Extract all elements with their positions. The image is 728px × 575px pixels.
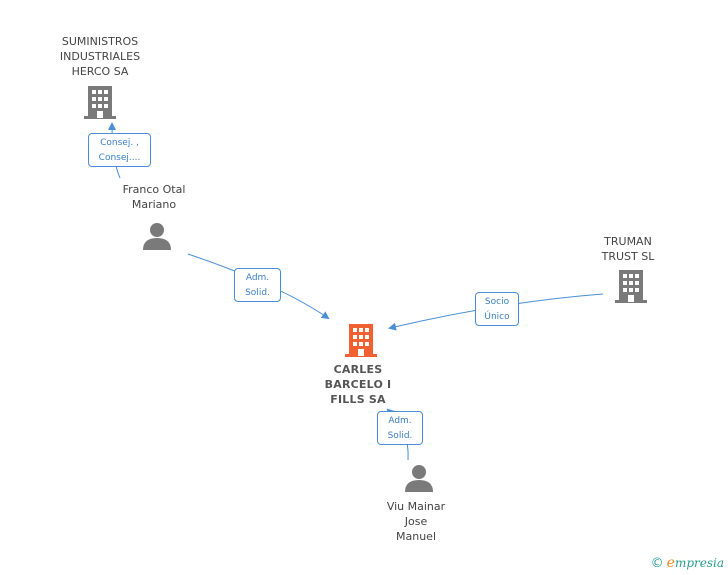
empresia-logo: e — [666, 555, 675, 571]
node-label-franco: Franco Otal Mariano — [122, 183, 186, 211]
node-label-viu: Viu Mainar Jose Manuel — [386, 500, 446, 543]
building-icon[interactable] — [345, 322, 377, 358]
brand-footer: ©empresia — [651, 555, 724, 571]
edge-label-truman-carles[interactable]: Socio Único — [475, 292, 519, 326]
person-icon[interactable] — [404, 464, 434, 492]
edge-label-viu-carles[interactable]: Adm. Solid. — [377, 411, 423, 445]
brand-name: mpresia — [674, 556, 724, 570]
node-label-carles: CARLES BARCELO I FILLS SA — [324, 363, 392, 406]
edge-label-franco-suministros[interactable]: Consej. , Consej.... — [88, 133, 151, 167]
building-icon[interactable] — [615, 268, 647, 304]
node-label-suministros: SUMINISTROS INDUSTRIALES HERCO SA — [59, 35, 141, 78]
building-icon[interactable] — [84, 84, 116, 120]
node-label-truman: TRUMAN TRUST SL — [601, 235, 655, 263]
edge-label-franco-carles[interactable]: Adm. Solid. — [234, 268, 281, 302]
person-icon[interactable] — [142, 222, 172, 250]
copyright-icon: © — [650, 556, 664, 571]
